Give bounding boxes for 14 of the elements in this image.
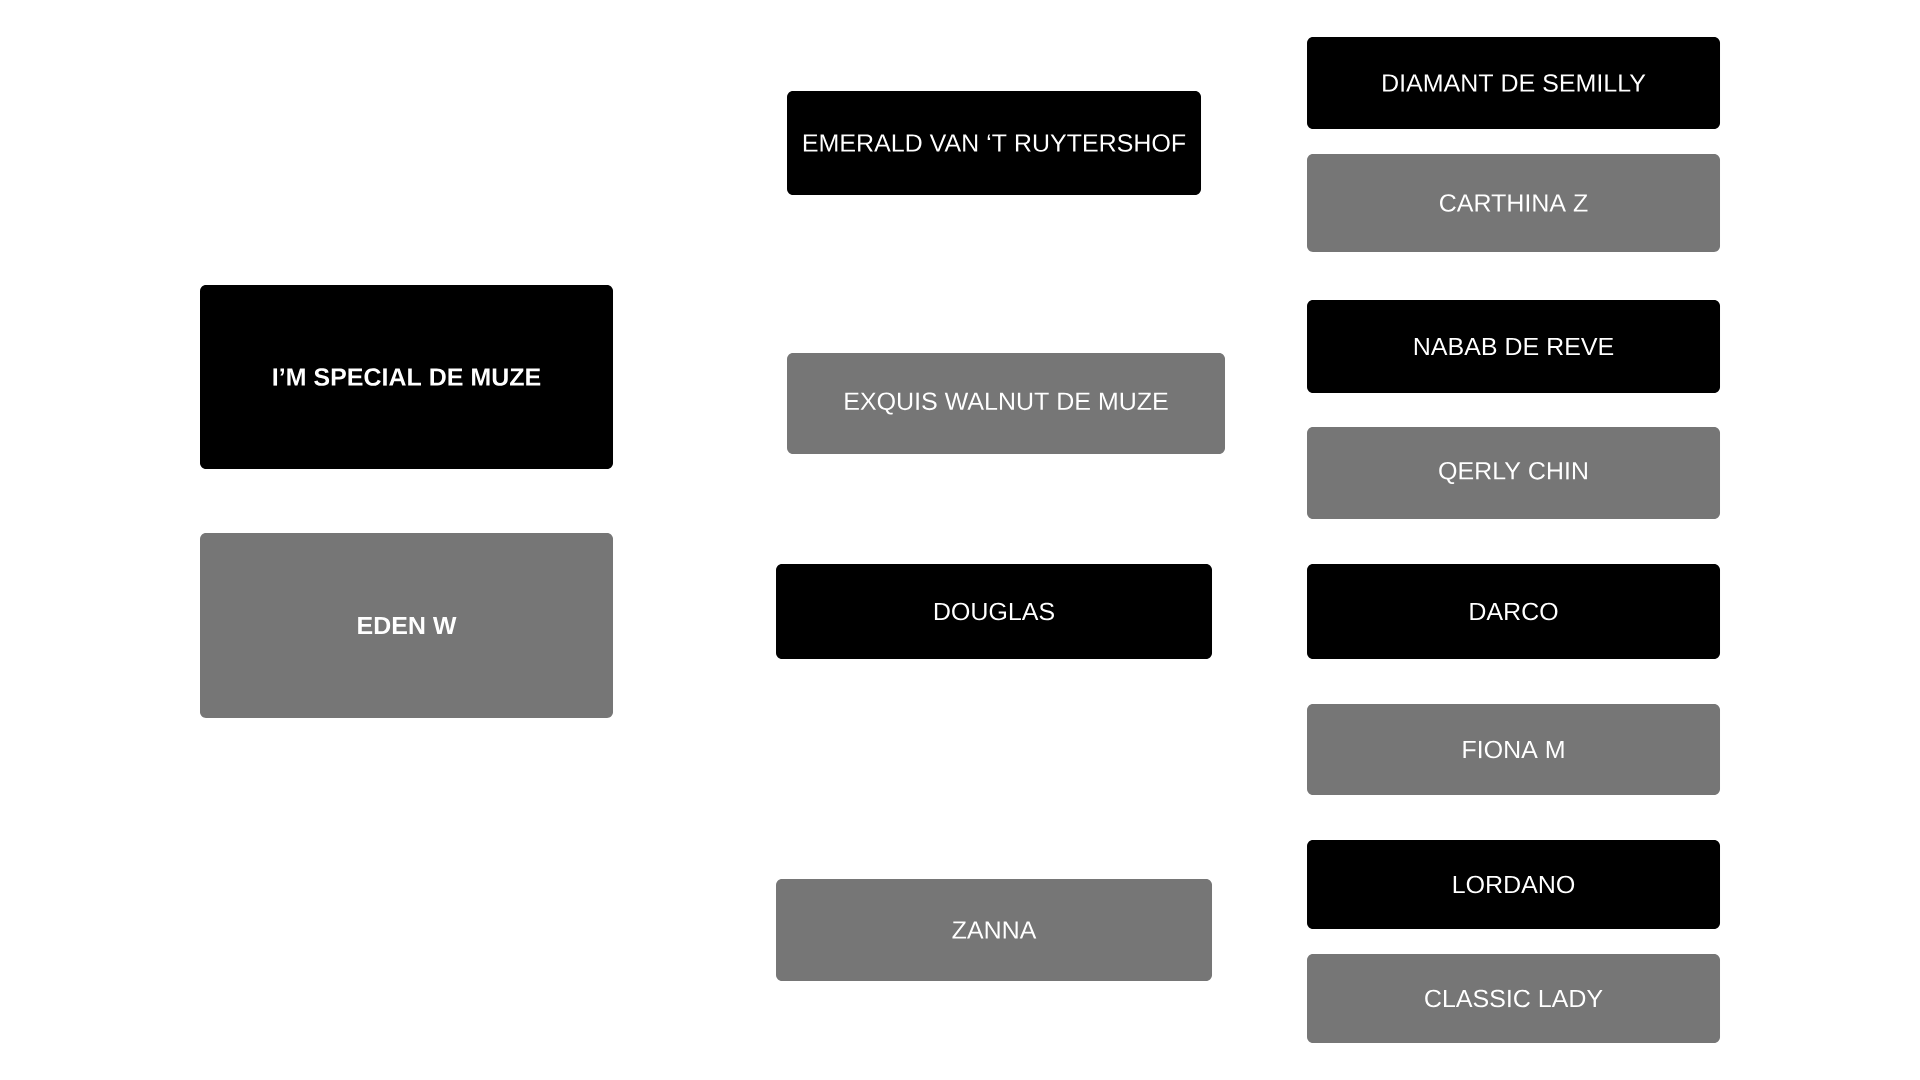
name-box: I’M SPECIAL DE MUZE	[200, 285, 613, 469]
name-box: DARCO	[1307, 564, 1720, 659]
name-box: CARTHINA Z	[1307, 154, 1720, 252]
name-box: CLASSIC LADY	[1307, 954, 1720, 1043]
name-box: DIAMANT DE SEMILLY	[1307, 37, 1720, 129]
name-box: EXQUIS WALNUT DE MUZE	[787, 353, 1225, 454]
name-box: LORDANO	[1307, 840, 1720, 929]
name-box: ZANNA	[776, 879, 1212, 981]
name-box: DOUGLAS	[776, 564, 1212, 659]
name-box: EDEN W	[200, 533, 613, 718]
name-box: EMERALD VAN ‘T RUYTERSHOF	[787, 91, 1201, 195]
name-box: FIONA M	[1307, 704, 1720, 795]
name-box: QERLY CHIN	[1307, 427, 1720, 519]
name-box: NABAB DE REVE	[1307, 300, 1720, 393]
